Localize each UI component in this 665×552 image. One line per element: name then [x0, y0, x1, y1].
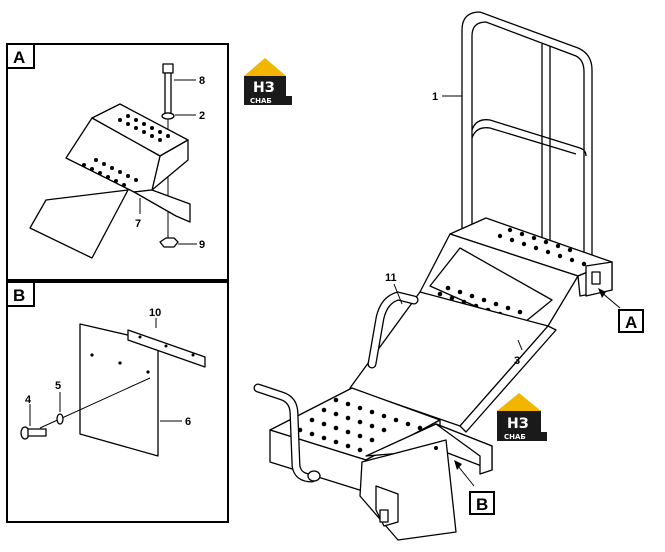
panel-a-label: A — [13, 48, 25, 67]
callout-1: 1 — [432, 91, 438, 103]
callout-5: 5 — [55, 380, 61, 392]
main-ladder-assembly: 1 11 3 A B — [253, 11, 644, 541]
logo-caption: СНАБ — [504, 433, 526, 441]
detail-panel-a: A — [6, 43, 229, 281]
callout-9: 9 — [199, 239, 205, 251]
callout-6: 6 — [185, 416, 191, 428]
nut-part — [159, 237, 179, 248]
callout-8: 8 — [199, 75, 205, 87]
handrail-frame-part — [460, 11, 595, 262]
washer-part — [56, 413, 64, 425]
logo-caption: СНАБ — [250, 97, 272, 105]
logo-letters: НЗ — [507, 416, 529, 432]
detail-panel-b: B 10 5 4 6 — [6, 281, 229, 523]
ref-a-label: A — [625, 313, 637, 332]
bolt-part — [20, 426, 47, 440]
logo-letters: НЗ — [253, 80, 275, 96]
callout-7: 7 — [135, 218, 141, 230]
brand-logo-top: НЗ СНАБ — [244, 58, 292, 105]
side-handrail-part — [367, 291, 419, 369]
callout-10: 10 — [149, 307, 161, 319]
brand-logo-bottom: НЗ СНАБ — [497, 393, 547, 441]
washer-part — [161, 112, 175, 120]
mud-flap-part — [29, 189, 129, 259]
callout-2: 2 — [199, 110, 205, 122]
bolt-part — [162, 63, 174, 114]
panel-b-label: B — [13, 286, 25, 305]
ref-b-label: B — [476, 495, 488, 514]
step-bracket-part — [65, 103, 191, 223]
callout-11: 11 — [385, 272, 397, 284]
clamp-strip-part — [127, 329, 206, 368]
callout-3: 3 — [514, 355, 520, 367]
callout-4: 4 — [25, 394, 32, 406]
